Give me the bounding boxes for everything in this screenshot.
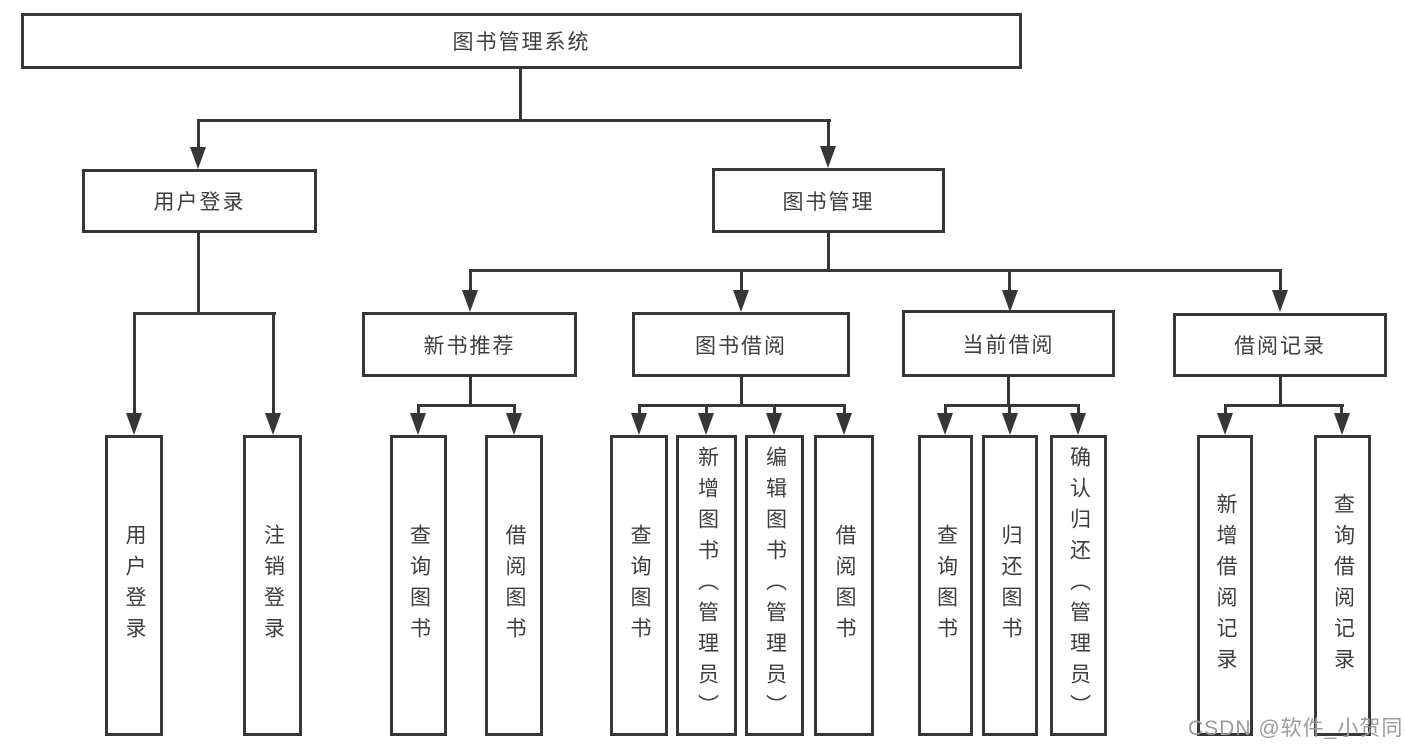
connector-line	[513, 404, 516, 416]
node-leaf-query-borrow-record: 查询借阅记录	[1314, 435, 1371, 736]
node-new-book-recommend: 新书推荐	[362, 312, 577, 377]
arrow-down-icon	[631, 413, 647, 435]
connector-branch	[944, 404, 1080, 407]
node-leaf-confirm-return-admin: 确认归还（管理员）	[1050, 435, 1107, 736]
arrow-down-icon	[190, 147, 206, 169]
node-book-borrowing: 图书借阅	[632, 312, 850, 377]
connector-line	[469, 269, 472, 293]
connector-line	[417, 404, 420, 416]
connector-book-mgmt-stem	[827, 232, 830, 272]
node-current-borrowing: 当前借阅	[902, 310, 1115, 377]
connector-stem	[469, 375, 472, 407]
connector-line	[843, 404, 846, 416]
arrow-down-icon	[698, 413, 714, 435]
node-leaf-logout: 注销登录	[243, 435, 302, 736]
watermark: CSDN @软件_小贺同学	[1188, 717, 1405, 740]
connector-level1-branch	[197, 119, 831, 122]
node-leaf-add-books-admin: 新增图书（管理员）	[676, 435, 737, 736]
connector-stem	[1279, 375, 1282, 407]
arrow-down-icon	[820, 146, 836, 168]
connector-line	[1077, 404, 1080, 416]
connector-line	[944, 404, 947, 416]
connector-line	[1279, 269, 1282, 293]
connector-line	[827, 119, 830, 149]
node-borrowing-records: 借阅记录	[1173, 313, 1387, 377]
arrow-down-icon	[462, 290, 478, 312]
node-leaf-user-login: 用户登录	[105, 435, 163, 736]
arrow-down-icon	[766, 413, 782, 435]
connector-user-login-stem	[197, 231, 200, 315]
arrow-down-icon	[1217, 413, 1233, 435]
connector-line	[1224, 404, 1227, 416]
arrow-down-icon	[410, 413, 426, 435]
node-user-login: 用户登录	[82, 169, 317, 233]
node-library-management-system: 图书管理系统	[21, 13, 1022, 69]
connector-branch	[417, 404, 516, 407]
node-leaf-edit-books-admin: 编辑图书（管理员）	[745, 435, 804, 736]
connector-line	[773, 404, 776, 416]
connector-line	[1340, 404, 1343, 416]
node-book-management: 图书管理	[712, 168, 945, 233]
arrow-down-icon	[937, 413, 953, 435]
connector-branch	[133, 312, 276, 315]
node-leaf-borrow-books-recommend: 借阅图书	[485, 435, 543, 736]
arrow-down-icon	[1070, 413, 1086, 435]
connector-line	[705, 404, 708, 416]
arrow-down-icon	[1272, 290, 1288, 312]
arrow-down-icon	[1002, 413, 1018, 435]
node-leaf-borrow-books: 借阅图书	[814, 435, 874, 736]
arrow-down-icon	[265, 413, 281, 435]
connector-level2-branch	[469, 269, 1282, 272]
connector-branch	[1224, 404, 1344, 407]
arrow-down-icon	[733, 290, 749, 312]
arrow-down-icon	[126, 413, 142, 435]
connector-line	[740, 269, 743, 293]
node-leaf-query-books-borrow: 查询图书	[610, 435, 668, 736]
connector-line	[1008, 404, 1011, 416]
node-leaf-query-books-recommend: 查询图书	[390, 435, 447, 736]
arrow-down-icon	[836, 413, 852, 435]
connector-root-stem	[519, 66, 522, 122]
arrow-down-icon	[1334, 413, 1350, 435]
node-leaf-query-books-current: 查询图书	[918, 435, 973, 736]
arrow-down-icon	[1002, 290, 1018, 312]
node-leaf-add-borrow-record: 新增借阅记录	[1197, 435, 1253, 736]
connector-stem	[1007, 375, 1010, 407]
connector-branch	[638, 404, 846, 407]
arrow-down-icon	[506, 413, 522, 435]
connector-line	[197, 119, 200, 149]
connector-stem	[740, 375, 743, 407]
connector-line	[133, 312, 136, 415]
node-leaf-return-books: 归还图书	[982, 435, 1038, 736]
connector-line	[1008, 269, 1011, 293]
connector-line	[638, 404, 641, 416]
connector-line	[272, 312, 275, 415]
